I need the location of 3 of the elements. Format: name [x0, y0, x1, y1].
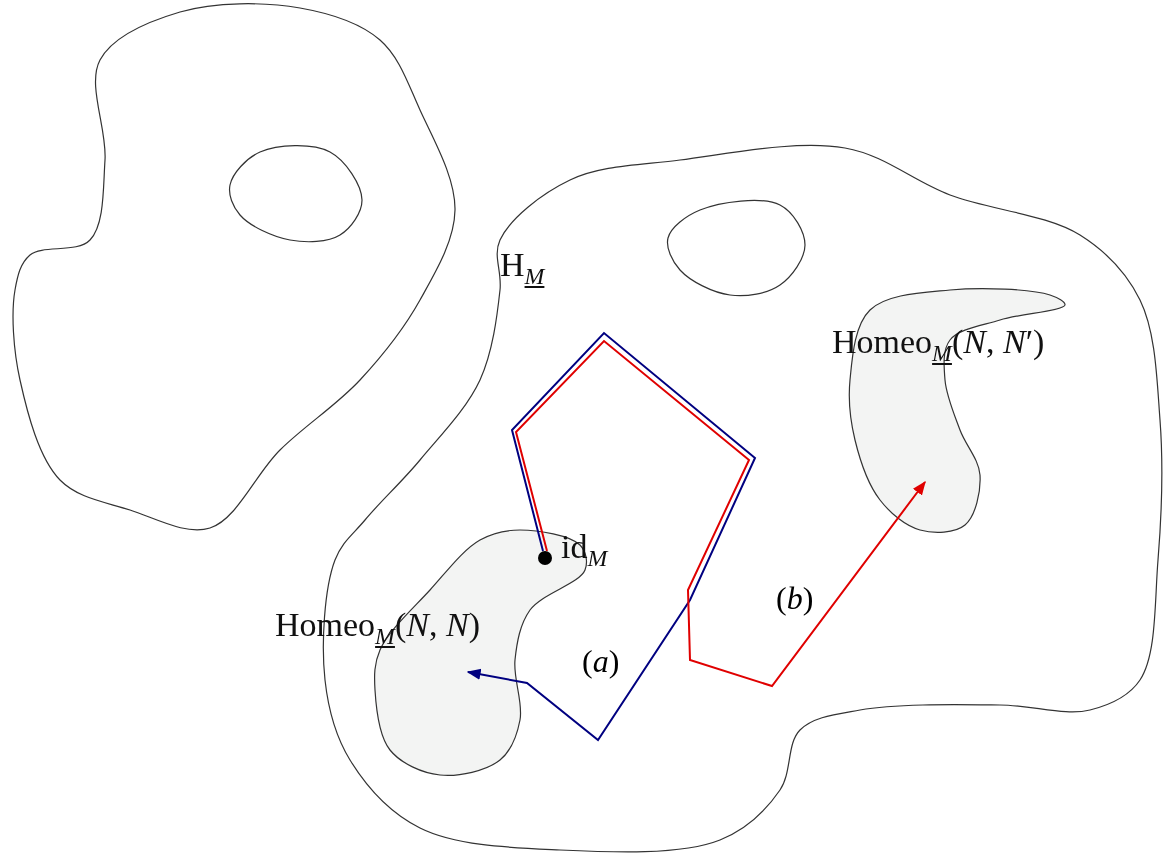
- arrow: [514, 339, 926, 688]
- arrow: [466, 331, 757, 742]
- region-label: H$_{M}$: [500, 248, 545, 289]
